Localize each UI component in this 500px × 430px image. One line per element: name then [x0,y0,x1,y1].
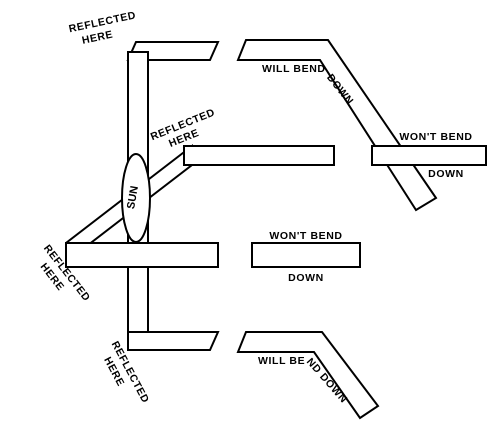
label-wont-bend-right-line1: WON'T BEND [399,131,472,143]
middle-horizontal-band [65,242,219,268]
bottom-reflected-arm [127,331,220,351]
label-wont-bend-right-line2: DOWN [428,168,464,180]
label-wont-bend-center-line2: DOWN [288,272,324,284]
label-wont-bend-center: WON'T BEND DOWN [269,230,342,284]
sun-label: SUN [125,185,141,210]
center-straight-bar [251,242,361,268]
top-right-bent-bar [236,39,438,212]
label-reflected-top: REFLECTED HERE [68,9,137,46]
bottom-right-bent-bar [236,331,380,420]
upper-horizontal-band [183,145,335,166]
right-straight-bar [371,145,487,166]
sun-ellipse: SUN [121,153,151,243]
label-wont-bend-center-line1: WON'T BEND [269,230,342,242]
label-wont-bend-right: WON'T BEND DOWN [399,131,472,180]
